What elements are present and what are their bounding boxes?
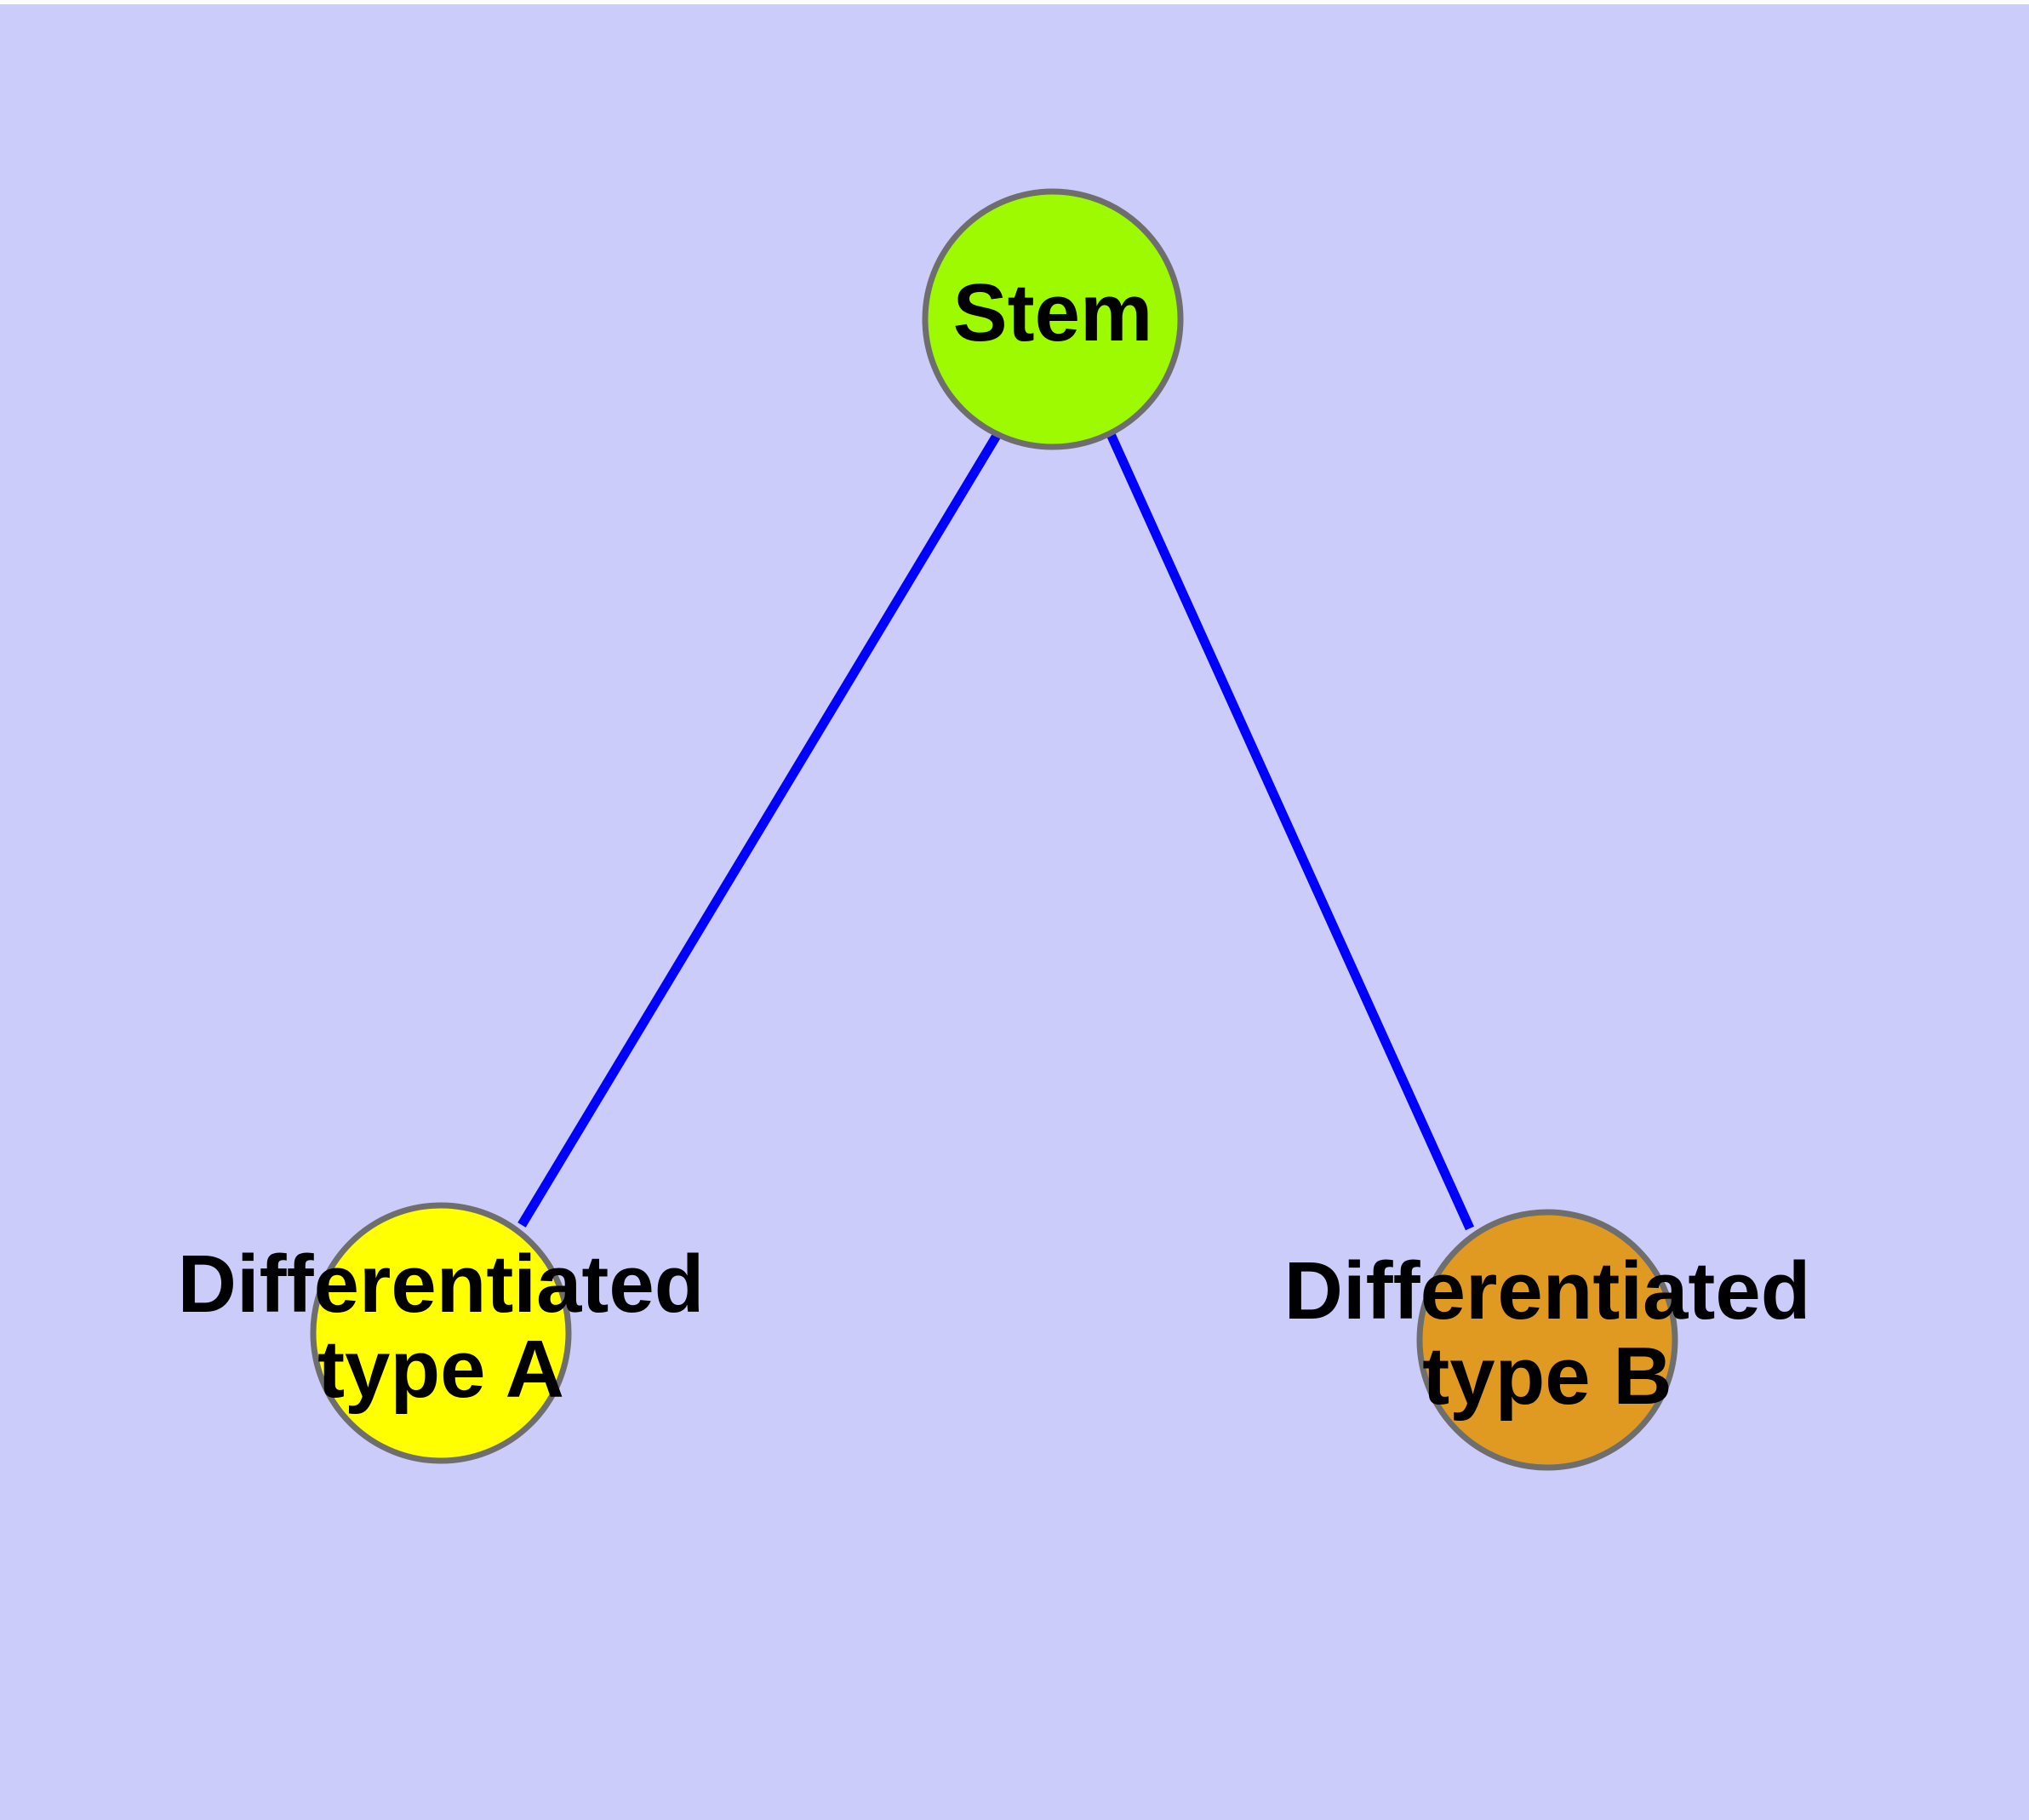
graph-edge-stem-to-diff-a[interactable] bbox=[517, 432, 1002, 1228]
node-circle-stem[interactable] bbox=[922, 188, 1184, 450]
edges-layer bbox=[517, 432, 1475, 1231]
graph-node-stem[interactable]: Stem bbox=[922, 188, 1184, 450]
node-label-line: Differentiated bbox=[178, 1239, 705, 1330]
node-label-line: Differentiated bbox=[1284, 1245, 1811, 1336]
node-label-line: type A bbox=[317, 1324, 564, 1415]
node-label-line: type B bbox=[1422, 1331, 1672, 1422]
node-circle-diff-a[interactable] bbox=[310, 1202, 572, 1464]
node-label-line: Stem bbox=[953, 267, 1153, 358]
node-circle-diff-b[interactable] bbox=[1416, 1209, 1678, 1471]
node-label-stem: Stem bbox=[953, 267, 1153, 358]
graph-edge-stem-to-diff-b[interactable] bbox=[1106, 432, 1475, 1231]
